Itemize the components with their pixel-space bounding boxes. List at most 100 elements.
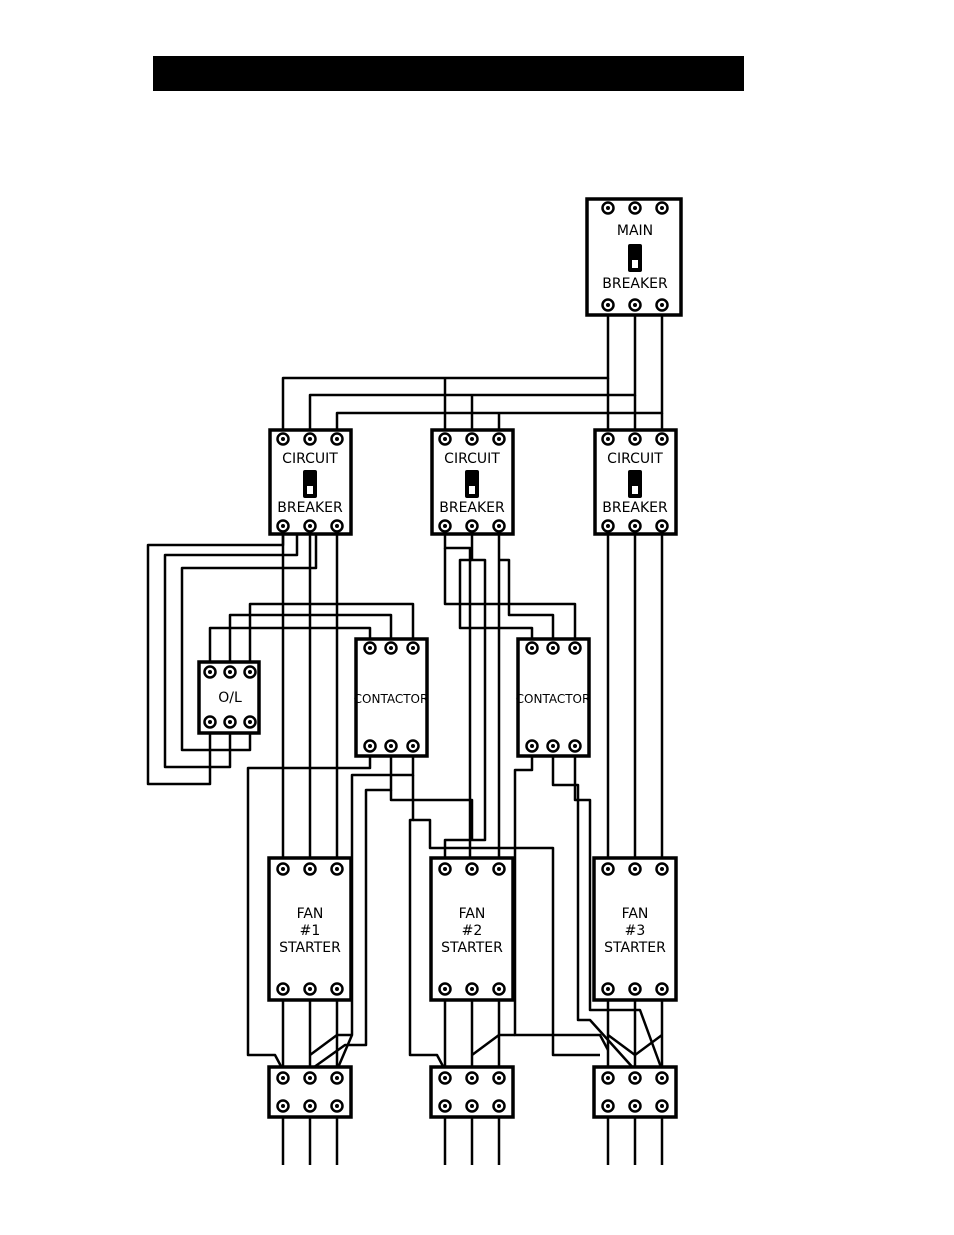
b2-s2-l2 — [445, 530, 485, 860]
terminal-center — [497, 437, 501, 441]
terminal-center — [530, 744, 534, 748]
ol-c1-wire-1 — [210, 628, 370, 663]
terminal-center — [308, 1076, 312, 1080]
terminal-center — [470, 437, 474, 441]
contactor-1-label: CONTACTOR — [354, 692, 429, 706]
terminal-center — [335, 987, 339, 991]
terminal-block-1 — [269, 1067, 351, 1117]
terminal-center — [389, 646, 393, 650]
circuit-breaker-1-toggle-icon — [303, 470, 317, 498]
terminal-center — [497, 1076, 501, 1080]
terminal-center — [633, 1076, 637, 1080]
circuit-breaker-3-toggle-icon-lever — [632, 486, 638, 494]
terminal-center — [551, 744, 555, 748]
terminal-center — [443, 987, 447, 991]
terminal-center — [606, 1104, 610, 1108]
terminal-center — [228, 720, 232, 724]
terminal-center — [660, 206, 664, 210]
terminal-center — [606, 303, 610, 307]
terminal-center — [497, 524, 501, 528]
main-breaker-label-top: MAIN — [617, 223, 653, 239]
terminal-center — [633, 987, 637, 991]
terminal-center — [633, 303, 637, 307]
main-breaker-toggle-icon-lever — [632, 260, 638, 268]
terminal-center — [606, 987, 610, 991]
terminal-center — [573, 646, 577, 650]
terminal-center — [470, 867, 474, 871]
terminal-center — [368, 646, 372, 650]
breaker-3-label-top: CIRCUIT — [607, 451, 663, 467]
terminal-center — [551, 646, 555, 650]
terminal-center — [470, 987, 474, 991]
terminal-center — [281, 524, 285, 528]
terminal-center — [281, 987, 285, 991]
terminal-center — [308, 437, 312, 441]
main-breaker-label-bottom: BREAKER — [602, 276, 668, 292]
terminal-center — [308, 987, 312, 991]
terminal-center — [335, 1076, 339, 1080]
terminal-center — [606, 206, 610, 210]
b2-s2-l1 — [445, 530, 470, 860]
terminal-center — [660, 437, 664, 441]
terminal-center — [368, 744, 372, 748]
terminal-center — [633, 867, 637, 871]
terminal-center — [281, 1104, 285, 1108]
tb2-cross — [472, 1035, 515, 1055]
terminal-center — [606, 1076, 610, 1080]
starter-1-label-2: #1 — [300, 923, 321, 939]
terminal-center — [443, 524, 447, 528]
terminal-center — [208, 720, 212, 724]
main-breaker-toggle-icon — [628, 244, 642, 272]
terminal-center — [573, 744, 577, 748]
terminal-center — [228, 670, 232, 674]
terminal-center — [497, 867, 501, 871]
terminal-center — [633, 206, 637, 210]
terminal-center — [443, 1076, 447, 1080]
overload-label: O/L — [218, 690, 242, 706]
circuit-breaker-2-toggle-icon — [465, 470, 479, 498]
starter-3-label-3: STARTER — [604, 940, 666, 956]
terminal-center — [660, 987, 664, 991]
terminal-center — [335, 437, 339, 441]
terminal-center — [281, 867, 285, 871]
terminal-center — [633, 437, 637, 441]
starter-2-label-2: #2 — [462, 923, 483, 939]
terminal-center — [281, 437, 285, 441]
b2-c2-wire-3 — [499, 560, 553, 643]
starter-2-label-1: FAN — [459, 906, 486, 922]
starter-2-label-3: STARTER — [441, 940, 503, 956]
terminal-center — [660, 1076, 664, 1080]
terminal-center — [470, 1076, 474, 1080]
terminal-center — [633, 1104, 637, 1108]
starter-1-label-1: FAN — [297, 906, 324, 922]
breaker-1-label-top: CIRCUIT — [282, 451, 338, 467]
terminal-center — [443, 1104, 447, 1108]
terminal-center — [308, 1104, 312, 1108]
terminal-center — [308, 524, 312, 528]
starter-1-label-3: STARTER — [279, 940, 341, 956]
terminal-center — [208, 670, 212, 674]
starter-3-label-2: #3 — [625, 923, 646, 939]
terminal-center — [443, 437, 447, 441]
terminal-center — [660, 1104, 664, 1108]
terminal-center — [411, 646, 415, 650]
terminal-block-3 — [594, 1067, 676, 1117]
circuit-breaker-2-toggle-icon-lever — [469, 486, 475, 494]
terminal-center — [335, 867, 339, 871]
terminal-center — [633, 524, 637, 528]
terminal-center — [606, 437, 610, 441]
terminal-center — [660, 303, 664, 307]
breaker-2-label-bottom: BREAKER — [439, 500, 505, 516]
breaker-1-label-bottom: BREAKER — [277, 500, 343, 516]
terminal-center — [606, 867, 610, 871]
terminal-center — [660, 524, 664, 528]
terminal-center — [530, 646, 534, 650]
terminal-center — [411, 744, 415, 748]
breaker-2-label-top: CIRCUIT — [444, 451, 500, 467]
terminal-block-2 — [431, 1067, 513, 1117]
terminal-center — [335, 1104, 339, 1108]
circuit-breaker-3-toggle-icon — [628, 470, 642, 498]
terminal-center — [248, 670, 252, 674]
terminal-center — [389, 744, 393, 748]
terminal-center — [497, 1104, 501, 1108]
